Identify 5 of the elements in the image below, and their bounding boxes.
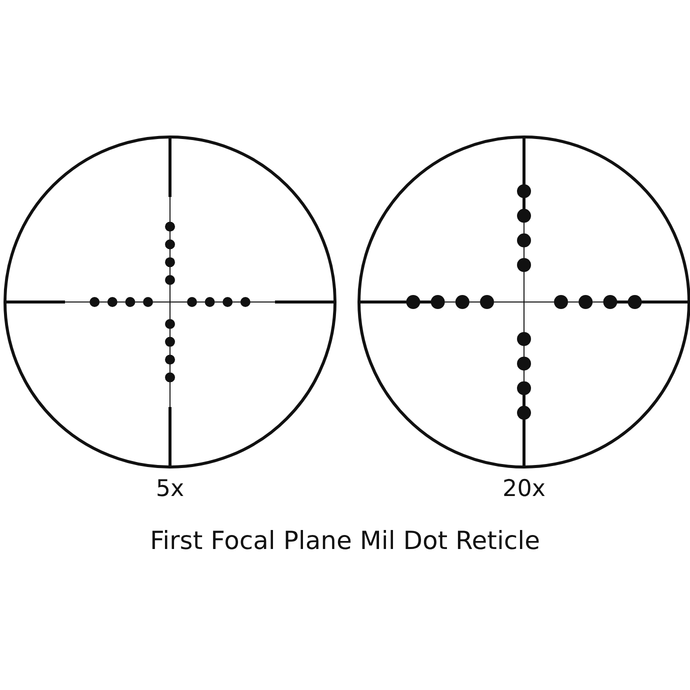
caption: First Focal Plane Mil Dot Reticle: [149, 526, 541, 555]
magnification-label: 20x: [502, 476, 546, 502]
magnification-label: 5x: [156, 476, 184, 502]
reticle-drawing: [355, 133, 690, 471]
reticle-drawing: [1, 133, 339, 471]
